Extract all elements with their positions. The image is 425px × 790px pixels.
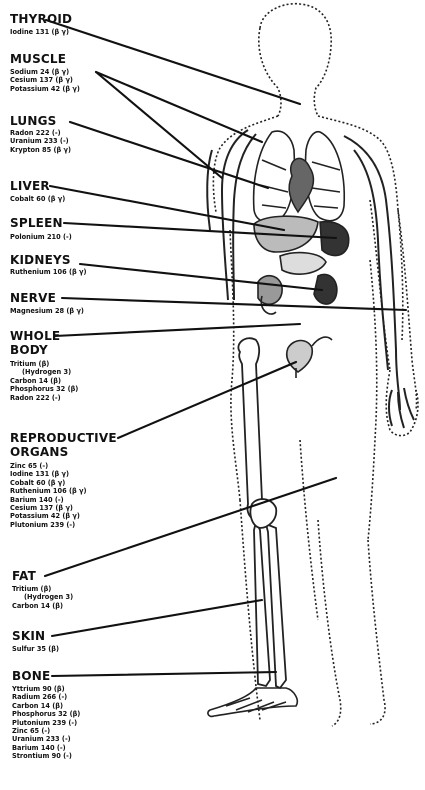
isotope: Yttrium 90 (β) bbox=[12, 685, 80, 693]
isotopes-nerve: Magnesium 28 (β γ) bbox=[10, 307, 84, 315]
isotope: Strontium 90 (-) bbox=[12, 752, 80, 760]
label-whole-body-2: BODY bbox=[10, 344, 48, 357]
isotopes-fat: Tritium (β) (Hydrogen 3) Carbon 14 (β) bbox=[12, 585, 73, 610]
isotope: Cesium 137 (β γ) bbox=[10, 76, 80, 84]
isotope: Uranium 233 (-) bbox=[10, 137, 71, 145]
isotope: Ruthenium 106 (β γ) bbox=[10, 268, 87, 276]
isotopes-whole-body: Tritium (β) (Hydrogen 3) Carbon 14 (β) P… bbox=[10, 360, 78, 402]
label-thyroid: THYROID bbox=[10, 13, 72, 26]
isotope: Sodium 24 (β γ) bbox=[10, 68, 80, 76]
left-arm-veins bbox=[207, 130, 256, 300]
label-spleen: SPLEEN bbox=[10, 217, 63, 230]
label-whole-body: WHOLE bbox=[10, 330, 60, 343]
isotopes-thyroid: Iodine 131 (β γ) bbox=[10, 28, 69, 36]
isotopes-bone: Yttrium 90 (β) Radium 266 (-) Carbon 14 … bbox=[12, 685, 80, 761]
isotope: Carbon 14 (β) bbox=[12, 702, 80, 710]
isotope: Potassium 42 (β γ) bbox=[10, 512, 87, 520]
label-nerve: NERVE bbox=[10, 292, 56, 305]
label-muscle: MUSCLE bbox=[10, 53, 66, 66]
isotopes-skin: Sulfur 35 (β) bbox=[12, 645, 59, 653]
line-whole-body bbox=[55, 324, 300, 336]
reproductive-drawing bbox=[287, 337, 332, 378]
isotopes-muscle: Sodium 24 (β γ) Cesium 137 (β γ) Potassi… bbox=[10, 68, 80, 93]
label-reproductive-2: ORGANS bbox=[10, 446, 68, 459]
isotope: Phosphorus 32 (β) bbox=[10, 385, 78, 393]
isotope: Cobalt 60 (β γ) bbox=[10, 195, 65, 203]
isotopes-spleen: Polonium 210 (-) bbox=[10, 233, 72, 241]
heart-drawing bbox=[289, 158, 313, 212]
isotope: Iodine 131 (β γ) bbox=[10, 28, 69, 36]
isotope: (Hydrogen 3) bbox=[12, 593, 73, 601]
isotope: Zinc 65 (-) bbox=[10, 462, 87, 470]
abdomen-drawing bbox=[254, 216, 349, 274]
isotope: Radon 222 (-) bbox=[10, 129, 71, 137]
label-fat: FAT bbox=[12, 570, 36, 583]
isotope: Zinc 65 (-) bbox=[12, 727, 80, 735]
isotope: Radon 222 (-) bbox=[10, 394, 78, 402]
isotope: Cobalt 60 (β γ) bbox=[10, 479, 87, 487]
isotope: Carbon 14 (β) bbox=[10, 377, 78, 385]
isotopes-lungs: Radon 222 (-) Uranium 233 (-) Krypton 85… bbox=[10, 129, 71, 154]
isotope: Plutonium 239 (-) bbox=[10, 521, 87, 529]
right-arm-veins bbox=[344, 136, 414, 428]
isotope: Tritium (β) bbox=[10, 360, 78, 368]
isotope: Ruthenium 106 (β γ) bbox=[10, 487, 87, 495]
leader-lines bbox=[45, 20, 406, 676]
line-reproductive bbox=[118, 362, 296, 438]
isotope: Magnesium 28 (β γ) bbox=[10, 307, 84, 315]
label-kidneys: KIDNEYS bbox=[10, 254, 71, 267]
line-fat bbox=[45, 478, 336, 576]
line-bone bbox=[52, 672, 276, 676]
isotope: Cesium 137 (β γ) bbox=[10, 504, 87, 512]
foot-bones bbox=[208, 688, 297, 716]
isotopes-kidneys: Ruthenium 106 (β γ) bbox=[10, 268, 87, 276]
label-bone: BONE bbox=[12, 670, 50, 683]
isotope: (Hydrogen 3) bbox=[10, 368, 78, 376]
isotope: Plutonium 239 (-) bbox=[12, 719, 80, 727]
isotope: Tritium (β) bbox=[12, 585, 73, 593]
isotope: Carbon 14 (β) bbox=[12, 602, 73, 610]
isotopes-liver: Cobalt 60 (β γ) bbox=[10, 195, 65, 203]
isotope: Sulfur 35 (β) bbox=[12, 645, 59, 653]
line-skin bbox=[52, 600, 262, 636]
label-lungs: LUNGS bbox=[10, 115, 57, 128]
isotope: Iodine 131 (β γ) bbox=[10, 470, 87, 478]
isotope: Barium 140 (-) bbox=[12, 744, 80, 752]
label-reproductive: REPRODUCTIVE bbox=[10, 432, 117, 445]
isotope: Phosphorus 32 (β) bbox=[12, 710, 80, 718]
isotope: Potassium 42 (β γ) bbox=[10, 85, 80, 93]
isotope: Uranium 233 (-) bbox=[12, 735, 80, 743]
isotope: Barium 140 (-) bbox=[10, 496, 87, 504]
label-skin: SKIN bbox=[12, 630, 45, 643]
line-muscle-a bbox=[96, 72, 222, 178]
isotope: Krypton 85 (β γ) bbox=[10, 146, 71, 154]
label-liver: LIVER bbox=[10, 180, 50, 193]
isotopes-reproductive: Zinc 65 (-) Iodine 131 (β γ) Cobalt 60 (… bbox=[10, 462, 87, 529]
leg-bones bbox=[238, 338, 286, 688]
isotope: Polonium 210 (-) bbox=[10, 233, 72, 241]
isotope: Radium 266 (-) bbox=[12, 693, 80, 701]
